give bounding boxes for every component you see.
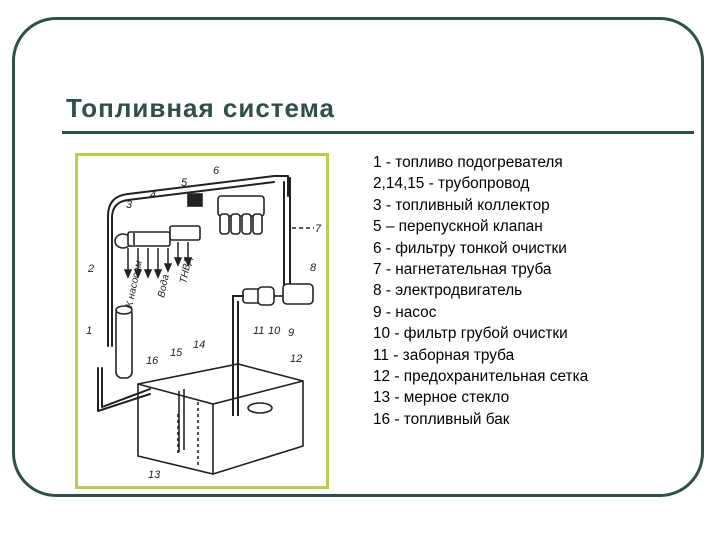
callout-12: 12	[290, 353, 302, 365]
callout-16: 16	[146, 355, 159, 367]
callout-6: 6	[213, 165, 220, 177]
bypass-valve	[187, 193, 203, 207]
callout-13: 13	[148, 469, 161, 481]
fuel-system-diagram: К насосам Вода ТНВД 1 2 3 4 5 6 7 8 9 10…	[75, 153, 329, 489]
callout-5: 5	[181, 177, 188, 189]
callout-14: 14	[193, 339, 205, 351]
legend-item: 9 - насос	[373, 303, 437, 321]
legend-item: 11 - заборная труба	[373, 346, 515, 364]
fine-filter	[217, 195, 265, 235]
pipe-bottom-left	[97, 367, 151, 412]
pipe-bottom-left-inner	[101, 367, 151, 408]
callout-8: 8	[310, 262, 317, 274]
callout-10: 10	[268, 325, 281, 337]
callout-3: 3	[126, 199, 133, 211]
callout-1: 1	[86, 325, 92, 337]
legend-item: 5 – перепускной клапан	[373, 218, 543, 236]
title-underline	[62, 131, 694, 134]
legend-item: 12 - предохранительная сетка	[373, 368, 589, 386]
legend-item: 6 - фильтру тонкой очистки	[373, 239, 567, 257]
pipe-left-inner	[111, 181, 275, 347]
heater-tank	[115, 305, 133, 379]
slide-title: Топливная система	[66, 93, 335, 123]
fuel-tank	[137, 363, 304, 475]
legend-item: 2,14,15 - трубопровод	[373, 175, 530, 193]
pipe-top-right	[287, 177, 291, 297]
legend-list: 1 - топливо подогревателя 2,14,15 - труб…	[373, 152, 588, 430]
measuring-glass	[178, 389, 185, 452]
callout-2: 2	[87, 263, 94, 275]
callout-numbers: 1 2 3 4 5 6 7 8 9 10 11 12 13 14 15 16	[86, 165, 322, 481]
legend-item: 7 - нагнетательная труба	[373, 261, 552, 279]
outlet-arrows	[123, 242, 193, 279]
legend-item: 13 - мерное стекло	[373, 389, 510, 407]
slide-frame	[12, 17, 704, 497]
fuel-collector	[114, 225, 201, 249]
callout-11: 11	[253, 325, 264, 337]
legend-item: 8 - электродвигатель	[373, 282, 523, 300]
callout-9: 9	[288, 327, 294, 339]
diagram-drawing: К насосам Вода ТНВД 1 2 3 4 5 6 7 8 9 10…	[86, 165, 322, 481]
legend-item: 3 - топливный коллектор	[373, 196, 550, 214]
legend-item: 1 - топливо подогревателя	[373, 154, 563, 171]
label-water: Вода	[156, 273, 172, 299]
callout-4: 4	[150, 189, 156, 201]
legend-item: 16 - топливный бак	[373, 410, 510, 428]
callout-7: 7	[315, 223, 322, 235]
pipe-left	[107, 175, 289, 347]
callout-15: 15	[170, 347, 183, 359]
pump-motor-unit	[242, 283, 314, 306]
label-tnvd: ТНВД	[178, 256, 194, 285]
legend-item: 10 - фильтр грубой очистки	[373, 325, 568, 343]
